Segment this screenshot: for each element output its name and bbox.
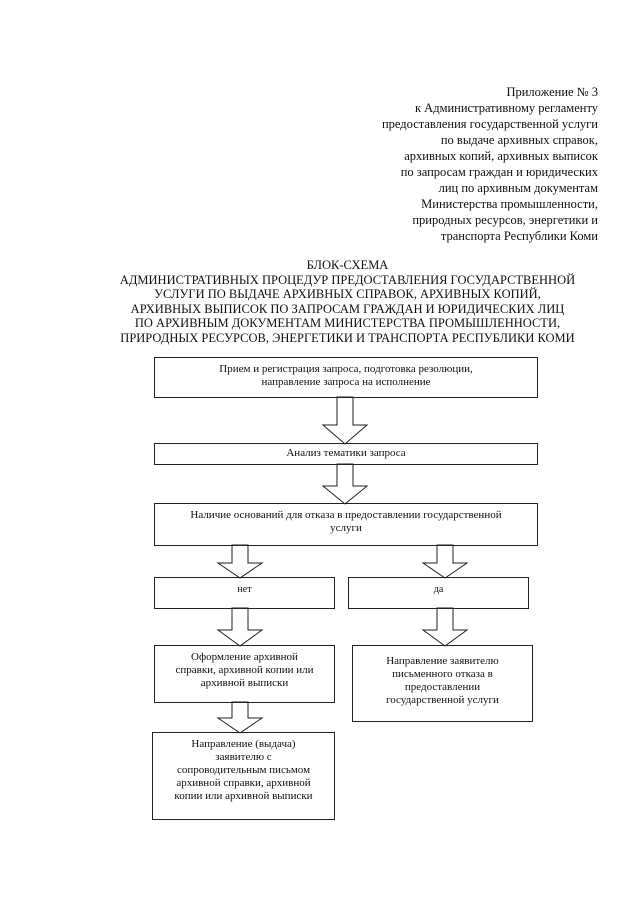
appendix-line: транспорта Республики Коми: [440, 229, 598, 243]
title-line: УСЛУГИ ПО ВЫДАЧЕ АРХИВНЫХ СПРАВОК, АРХИВ…: [154, 287, 541, 302]
title-line: БЛОК-СХЕМА: [306, 258, 389, 272]
document-title: БЛОК-СХЕМА АДМИНИСТРАТИВНЫХ ПРОЦЕДУР ПРЕ…: [100, 258, 595, 346]
title-line: АРХИВНЫХ ВЫПИСОК ПО ЗАПРОСАМ ГРАЖДАН И Ю…: [130, 301, 565, 316]
appendix-line: природных ресурсов, энергетики и: [412, 213, 598, 227]
appendix-line: предоставления государственной услуги: [381, 117, 598, 131]
appendix-line: по выдаче архивных справок,: [440, 133, 598, 147]
appendix-header: Приложение № 3 к Административному регла…: [318, 84, 598, 244]
appendix-line: к Административному регламенту: [414, 101, 598, 115]
arrow-5: [216, 607, 264, 647]
step-refusal-grounds: Наличие оснований для отказа в предостав…: [154, 503, 538, 546]
step-prepare-documents: Оформление архивной справки, архивной ко…: [154, 645, 335, 703]
appendix-line: Приложение № 3: [506, 85, 598, 99]
appendix-line: Министерства промышленности,: [421, 197, 598, 211]
arrow-4: [421, 544, 469, 579]
arrow-6: [421, 607, 469, 647]
title-line: ПО АРХИВНЫМ ДОКУМЕНТАМ МИНИСТЕРСТВА ПРОМ…: [134, 316, 561, 331]
appendix-line: по запросам граждан и юридических: [400, 165, 598, 179]
arrow-7: [216, 701, 264, 734]
step-send-refusal: Направление заявителю письменного отказа…: [352, 645, 533, 722]
arrow-1: [321, 396, 369, 445]
arrow-3: [216, 544, 264, 579]
title-line: ПРИРОДНЫХ РЕСУРСОВ, ЭНЕРГЕТИКИ И ТРАНСПО…: [120, 330, 575, 345]
branch-yes: да: [348, 577, 529, 609]
branch-no: нет: [154, 577, 335, 609]
step-reception-registration: Прием и регистрация запроса, подготовка …: [154, 357, 538, 398]
step-issue-documents: Направление (выдача) заявителю с сопрово…: [152, 732, 335, 820]
appendix-line: лиц по архивным документам: [438, 181, 598, 195]
appendix-line: архивных копий, архивных выписок: [404, 149, 598, 163]
title-line: АДМИНИСТРАТИВНЫХ ПРОЦЕДУР ПРЕДОСТАВЛЕНИЯ…: [119, 272, 576, 287]
arrow-2: [321, 463, 369, 505]
step-topic-analysis: Анализ тематики запроса: [154, 443, 538, 465]
